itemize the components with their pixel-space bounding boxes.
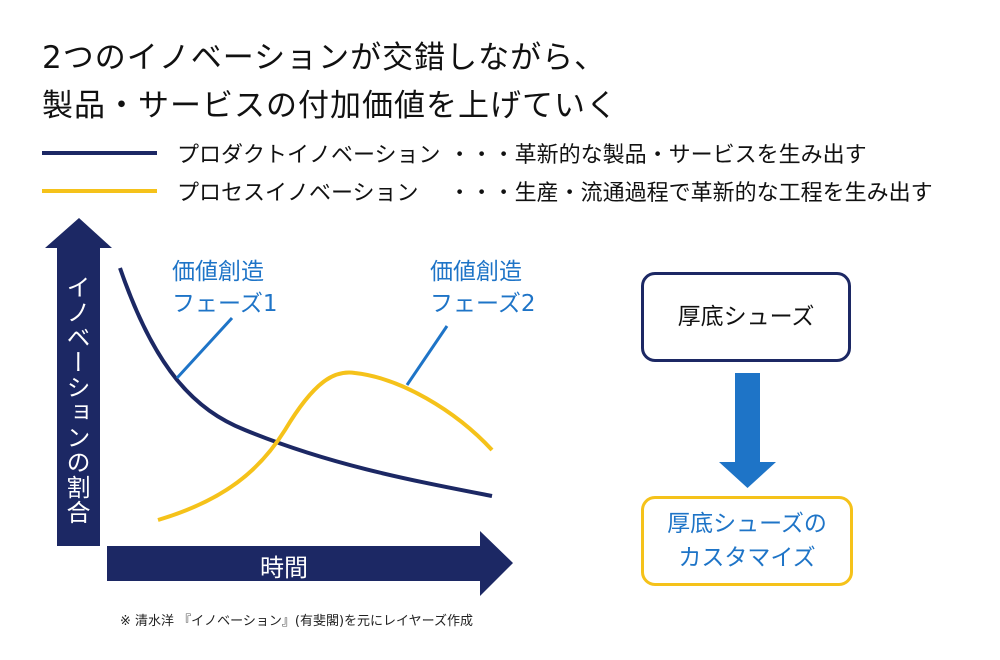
phase2-pointer (405, 325, 449, 386)
product-innovation-curve (118, 267, 493, 498)
source-note: ※ 清水洋 『イノベーション』(有斐閣)を元にレイヤーズ作成 (120, 614, 474, 629)
box2-line1: 厚底シューズの (667, 511, 827, 537)
legend-name: プロセスイノベーション (177, 181, 419, 206)
phase2-line1: 価値創造 (430, 259, 522, 285)
y-axis-arrow (45, 218, 112, 546)
x-axis-arrow (107, 531, 513, 596)
box2-line2: カスタマイズ (678, 545, 816, 571)
title-line-2: 製品・サービスの付加価値を上げていく (42, 88, 618, 124)
legend-desc: ・・・革新的な製品・サービスを生み出す (448, 143, 867, 168)
legend-process-innovation: プロセスイノベーション ・・・生産・流通過程で革新的な工程を生み出す (42, 176, 933, 206)
phase1-label: 価値創造 フェーズ1 (172, 256, 277, 320)
x-axis-label: 時間 (260, 554, 308, 582)
customization-box: 厚底シューズの カスタマイズ (641, 496, 853, 586)
legend-line-navy (42, 151, 157, 155)
thick-sole-shoes-box: 厚底シューズ (641, 272, 851, 362)
box1-text: 厚底シューズ (677, 304, 815, 330)
process-innovation-curve (157, 370, 494, 522)
phase1-line2: フェーズ1 (172, 291, 278, 317)
phase2-label: 価値創造 フェーズ2 (430, 256, 535, 320)
legend-line-yellow (42, 189, 157, 193)
phase1-line1: 価値創造 (172, 259, 264, 285)
phase1-pointer (175, 316, 234, 380)
legend-name: プロダクトイノベーション (177, 143, 441, 168)
title-line-1: 2つのイノベーションが交錯しながら、 (42, 40, 607, 76)
phase2-line2: フェーズ2 (430, 291, 536, 317)
flow-down-arrow (719, 373, 776, 488)
legend-product-innovation: プロダクトイノベーション ・・・革新的な製品・サービスを生み出す (42, 138, 867, 168)
y-axis-label: イノベーションの割合 (62, 275, 90, 525)
legend-desc: ・・・生産・流通過程で革新的な工程を生み出す (448, 181, 933, 206)
